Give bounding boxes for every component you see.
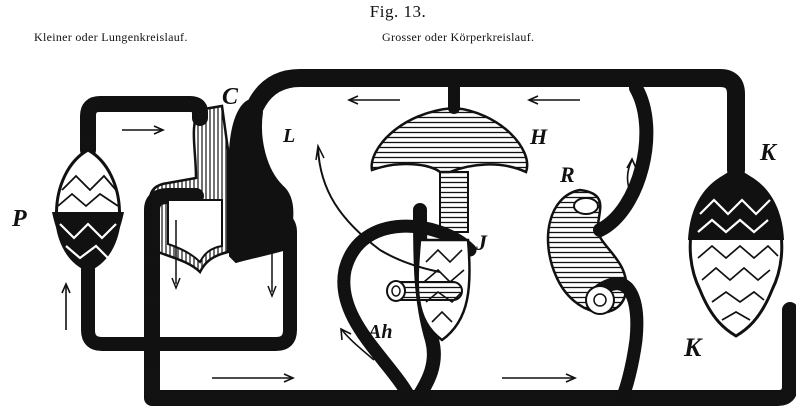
label-lymph: L bbox=[282, 125, 295, 147]
gut-tube bbox=[387, 281, 462, 301]
heart bbox=[150, 100, 292, 296]
arrow-lung-up bbox=[62, 284, 70, 330]
lung-capillaries bbox=[52, 150, 124, 270]
label-body-bottom: K bbox=[683, 333, 703, 362]
arrow-aorta-right bbox=[529, 96, 580, 104]
arrow-aorta-left bbox=[349, 96, 400, 104]
arrow-bottom-left bbox=[212, 374, 293, 382]
label-portal-vein: Ah bbox=[366, 321, 392, 343]
arrow-pulmonary bbox=[122, 126, 163, 134]
label-intestine: J bbox=[475, 230, 488, 255]
label-lung: P bbox=[11, 206, 27, 232]
arrow-bottom-right bbox=[502, 374, 575, 382]
label-liver: H bbox=[529, 124, 548, 149]
label-kidney: R bbox=[559, 162, 575, 187]
kidney bbox=[548, 190, 626, 314]
body-capillaries bbox=[688, 170, 784, 336]
label-body-top: K bbox=[759, 140, 778, 166]
pulmonary-artery bbox=[88, 104, 200, 150]
label-heart: C bbox=[222, 84, 239, 110]
